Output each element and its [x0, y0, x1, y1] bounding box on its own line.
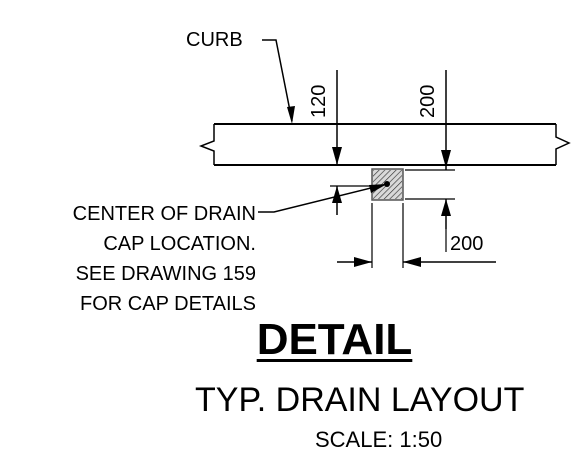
dim-200-bottom-arrow-right — [403, 257, 421, 267]
dim-200-top-label: 200 — [417, 84, 439, 118]
detail-heading: DETAIL — [256, 315, 413, 364]
note-line-2: CAP LOCATION. — [103, 233, 256, 255]
curb-leader-arrow — [287, 106, 295, 124]
note-line-3: SEE DRAWING 159 — [75, 263, 256, 285]
note-line-1: CENTER OF DRAIN — [72, 203, 256, 225]
curb-label: CURB — [186, 29, 243, 51]
note-leader — [258, 183, 388, 213]
scale-label: SCALE: 1:50 — [315, 427, 443, 452]
dim-200-top-arrow — [441, 150, 451, 168]
dim-200-right-label: 200 — [450, 233, 484, 255]
drain-cap-note: CENTER OF DRAIN CAP LOCATION. SEE DRAWIN… — [0, 203, 256, 315]
dim-120-arrow-bottom — [332, 186, 342, 203]
break-symbol-left — [198, 124, 215, 165]
note-line-4: FOR CAP DETAILS — [80, 293, 256, 315]
drain-layout-subtitle: TYP. DRAIN LAYOUT — [195, 381, 525, 419]
curb-leader — [262, 39, 293, 122]
dim-200-bottom-arrow-left — [354, 257, 372, 267]
note-leader-arrow — [369, 184, 387, 193]
dim-120-label: 120 — [308, 84, 330, 118]
dim-200-top-arrow-lower — [441, 199, 451, 216]
dim-120-arrow-top — [332, 147, 342, 165]
break-symbol-right — [555, 124, 571, 165]
